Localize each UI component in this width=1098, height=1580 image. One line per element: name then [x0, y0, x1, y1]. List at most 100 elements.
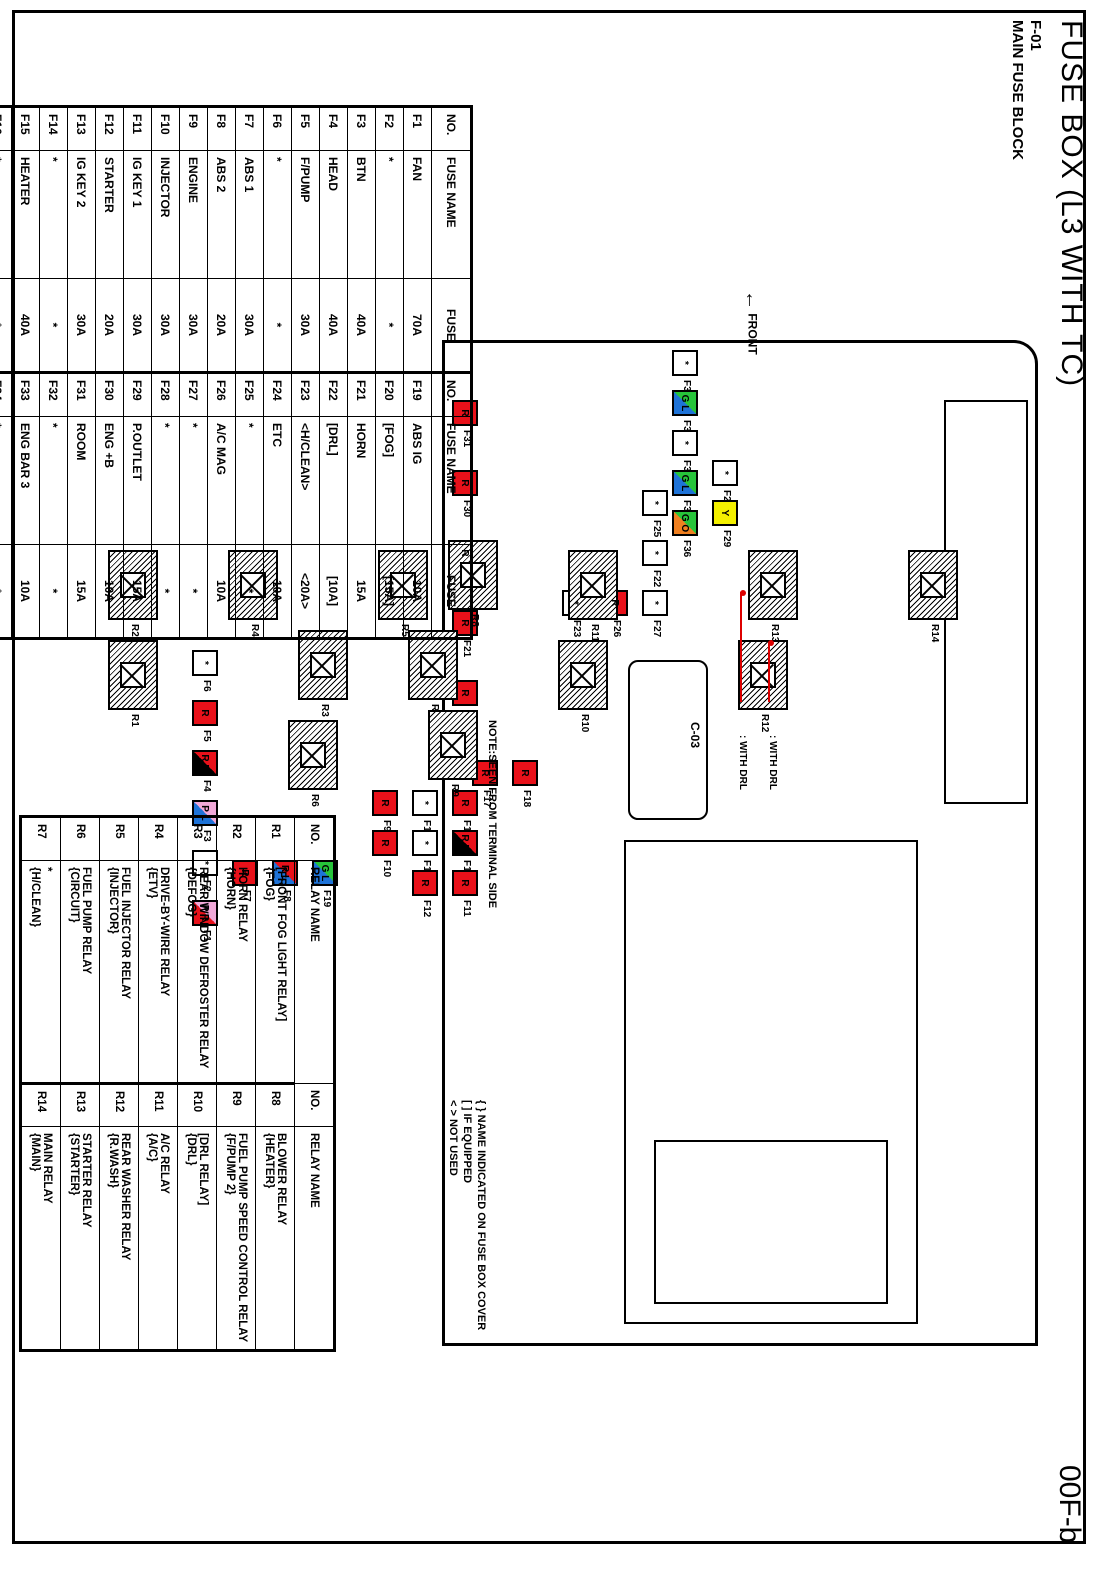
- fuse-slot-f11: R: [452, 870, 478, 896]
- legend: { } NAME INDICATED ON FUSE BOX COVER [ ]…: [446, 1100, 488, 1330]
- relay-name: REAR WASHER RELAY{R.WASH}: [99, 1126, 139, 1351]
- relay-name: [DRL RELAY]{DRL}: [177, 1126, 217, 1351]
- fuse-rating: *: [235, 544, 264, 639]
- fuse-slot-wire-color: R: [609, 599, 621, 607]
- relay-label: R1: [129, 714, 140, 727]
- relay-cover-name: {DEFOG}: [185, 867, 197, 917]
- fuse-rating: 40A: [11, 278, 40, 373]
- fuse-slot-wire-color: *: [649, 551, 661, 555]
- fuse-rating: 30A: [291, 278, 320, 373]
- fuse-slot-wire-color: R: [459, 799, 471, 807]
- fuse-no: F5: [291, 106, 320, 151]
- fuse-slot-wire-color: *: [199, 661, 211, 665]
- fuse-table-row: F14**F32**: [39, 106, 68, 639]
- drl-wire-2: [740, 592, 742, 702]
- fuse-rating: 30A: [179, 278, 208, 373]
- relay-cover-name: {F/PUMP 2}: [224, 1133, 236, 1195]
- fuse-slot-f14: *: [412, 830, 438, 856]
- relay-text: R13: [74, 1091, 86, 1113]
- fuse-rating: 10A: [207, 544, 236, 639]
- relay-r14: [908, 550, 958, 620]
- fuse-slot-wire-color: *: [419, 801, 431, 805]
- fuse-rating: 30A: [123, 278, 152, 373]
- fuse-no: F21: [347, 372, 376, 417]
- relay-cover-name: {DRL}: [185, 1133, 197, 1166]
- fuse-no: F12: [95, 106, 124, 151]
- fuse-slot-f35: G L: [672, 470, 698, 496]
- relay-r13: [748, 550, 798, 620]
- relay-label: R6: [309, 794, 320, 807]
- relay-text: HORN RELAY: [236, 867, 248, 942]
- fuse-rating: 40A: [347, 278, 376, 373]
- relay-coil-x-icon: [310, 652, 336, 678]
- fuse-name: BTN: [347, 150, 376, 279]
- fuse-no: F15: [11, 106, 40, 151]
- inner-rail-fuse: [654, 1140, 888, 1304]
- fuse-rating: 15A: [123, 544, 152, 639]
- relay-text: R5: [113, 824, 125, 839]
- fuse-name: *: [0, 150, 12, 279]
- front-arrow-icon: ←: [741, 290, 763, 310]
- page-number: 00F-b: [1053, 1465, 1086, 1544]
- relay-no: R12: [99, 1083, 139, 1127]
- drl-wire-1: [768, 642, 770, 702]
- relay-table-header: NO. RELAY NAME NO. RELAY NAME: [294, 816, 335, 1351]
- fuse-name: *: [0, 416, 12, 545]
- relay-text: A/C RELAY: [158, 1133, 170, 1194]
- fuse-no: F8: [207, 106, 236, 151]
- fuse-rating: 40A: [319, 278, 348, 373]
- fuse-slot-label: F36: [681, 540, 692, 558]
- fuse-col-no: NO.: [431, 106, 472, 151]
- fuse-no: F27: [179, 372, 208, 417]
- fuse-slot-wire-color: P R: [199, 904, 211, 922]
- fuse-slot-f9: R: [372, 790, 398, 816]
- relay-text: R4: [152, 824, 164, 839]
- fuse-rating: 10A: [263, 544, 292, 639]
- fuse-no: F31: [67, 372, 96, 417]
- fuse-slot-wire-color: G L: [319, 864, 331, 882]
- fuse-slot-label: F29: [721, 530, 732, 548]
- fuse-slot-f22: *: [642, 540, 668, 566]
- relay-text: R10: [191, 1091, 203, 1113]
- relay-text: R2: [230, 824, 242, 839]
- fuse-col-rating: FUSE: [431, 278, 472, 373]
- fuse-name: ABS 2: [207, 150, 236, 279]
- fuse-slot-label: F26: [611, 620, 622, 638]
- fuse-slot-f36: G O: [672, 510, 698, 536]
- fuse-rating: 20A: [95, 278, 124, 373]
- fuse-table-header: NO. FUSE NAME FUSE NO. FUSE NAME FUSE: [431, 106, 472, 639]
- relay-name: [FRONT FOG LIGHT RELAY]{FOG}: [255, 860, 295, 1084]
- relay-label: R3: [319, 704, 330, 717]
- diagram-code: F-01 MAIN FUSE BLOCK: [1008, 20, 1044, 160]
- fuse-slot-f13: R B: [452, 830, 478, 856]
- fuse-no: F24: [263, 372, 292, 417]
- relay-cover-name: {HEATER}: [263, 1133, 275, 1189]
- relay-text: R9: [230, 1091, 242, 1106]
- relay-r10: [558, 640, 608, 710]
- fuse-rating: *: [151, 544, 180, 639]
- fuse-rating: *: [0, 278, 12, 373]
- relay-coil-x-icon: [420, 652, 446, 678]
- fuse-no: F28: [151, 372, 180, 417]
- fuse-name: ETC: [263, 416, 292, 545]
- relay-text: FUEL INJECTOR RELAY: [119, 867, 131, 1000]
- fuse-no: F9: [179, 106, 208, 151]
- relay-text: [FRONT FOG LIGHT RELAY]: [275, 867, 287, 1022]
- fuse-name: [DRL]: [319, 416, 348, 545]
- fuse-no: F7: [235, 106, 264, 151]
- relay-no: R11: [138, 1083, 178, 1127]
- fuse-slot-label: F11: [461, 900, 472, 917]
- fuse-name: A/C MAG: [207, 416, 236, 545]
- fuse-slot-label: F6: [201, 680, 212, 692]
- relay-no: R5: [99, 816, 139, 861]
- fuse-name: IG KEY 2: [67, 150, 96, 279]
- fuse-slot-f16: *: [412, 790, 438, 816]
